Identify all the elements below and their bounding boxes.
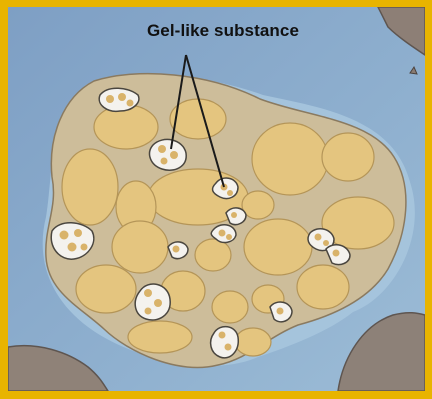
grain xyxy=(76,265,136,313)
grain xyxy=(252,123,328,195)
grain xyxy=(235,328,271,356)
gel-cluster xyxy=(226,208,246,225)
gel-cluster xyxy=(150,139,187,170)
illustration-scene: Gel-like substance xyxy=(8,7,425,391)
grain xyxy=(94,105,158,149)
grain xyxy=(297,265,349,309)
gel-cluster xyxy=(99,88,139,111)
grain xyxy=(195,239,231,271)
grain xyxy=(128,321,192,353)
gel-cluster xyxy=(270,302,292,322)
soil-illustration xyxy=(8,7,425,391)
gel-cluster xyxy=(211,327,239,358)
grain xyxy=(322,133,374,181)
grain xyxy=(112,221,168,273)
grain xyxy=(62,149,118,225)
callout-label: Gel-like substance xyxy=(128,21,318,41)
grain xyxy=(212,291,248,323)
grain xyxy=(242,191,274,219)
grain xyxy=(244,219,312,275)
gel-cluster xyxy=(168,242,188,259)
gel-cluster xyxy=(135,284,170,320)
